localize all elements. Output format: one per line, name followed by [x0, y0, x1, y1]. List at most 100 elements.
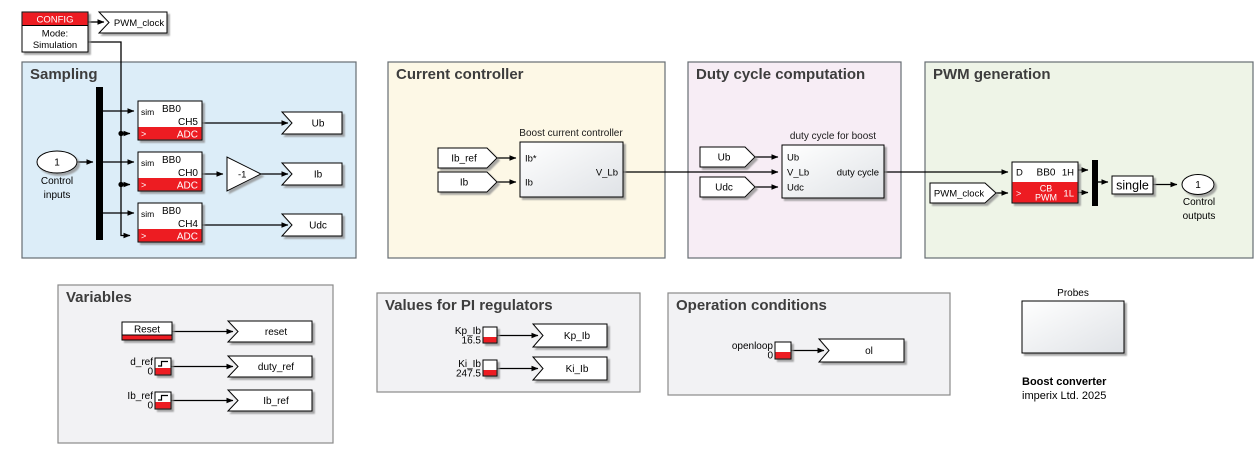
- param-name-kp: Kp_Ib: [455, 326, 482, 337]
- wire-clock-trigger-trunk[interactable]: [88, 41, 131, 239]
- goto-tag-label: Ub: [312, 119, 325, 130]
- from-tag-ub[interactable]: Ub: [699, 146, 756, 168]
- cast-single-block[interactable]: single: [1111, 175, 1154, 195]
- from-tag-label: Ub: [718, 153, 731, 164]
- goto-tag-kp[interactable]: Kp_Ib: [531, 323, 608, 348]
- goto-tag-label: Kp_Ib: [564, 331, 591, 342]
- adc-sim-port: sim: [141, 209, 154, 219]
- port-out-vlb: V_Lb: [596, 168, 618, 179]
- reset-label: Reset: [134, 325, 160, 336]
- input-port-label2: inputs: [44, 190, 71, 201]
- config-header-band: [22, 12, 88, 25]
- pwm-trigger-port: >: [1016, 189, 1021, 199]
- pwm-port-d: D: [1016, 168, 1023, 179]
- mux-bar[interactable]: [1092, 160, 1098, 206]
- adc-block-ch0[interactable]: sim BB0 CH0 > ADC: [137, 151, 203, 192]
- param-block-ibref[interactable]: [154, 391, 172, 410]
- goto-tag-ki[interactable]: Ki_Ib: [531, 356, 608, 381]
- param-name-dref: d_ref: [130, 357, 153, 368]
- goto-tag-duty-ref[interactable]: duty_ref: [226, 355, 313, 378]
- demux-bar[interactable]: [96, 87, 103, 240]
- goto-tag-ib[interactable]: Ib: [280, 162, 343, 186]
- wire-junction-dot: [118, 130, 124, 137]
- output-port-number: 1: [1195, 180, 1201, 191]
- wires: [77, 19, 1178, 404]
- config-header-label: CONFIG: [37, 15, 74, 26]
- output-port-label1: Control: [1183, 197, 1215, 208]
- from-tag-ib-ref[interactable]: Ib_ref: [437, 147, 498, 169]
- model-title: Boost converter: [1022, 376, 1107, 388]
- duty-cycle-block[interactable]: Ub V_Lb Udc duty cycle: [781, 144, 885, 199]
- adc-name: ADC: [177, 181, 198, 192]
- from-tag-label: Udc: [715, 183, 733, 194]
- config-mode-line2: Simulation: [33, 40, 77, 51]
- param-block-kp[interactable]: [482, 326, 498, 344]
- cast-label: single: [1116, 179, 1149, 193]
- goto-tag-ub[interactable]: Ub: [280, 111, 343, 135]
- probes-block[interactable]: [1021, 300, 1125, 354]
- boost-current-controller-block[interactable]: Ib* Ib V_Lb: [519, 141, 624, 198]
- adc-name: ADC: [177, 232, 198, 243]
- adc-sim-port: sim: [141, 158, 154, 168]
- adc-board: BB0: [162, 155, 181, 166]
- goto-tag-udc[interactable]: Udc: [280, 213, 343, 237]
- from-tag-label: PWM_clock: [934, 189, 984, 200]
- step-glyph: [158, 360, 168, 367]
- param-name-ibref: Ib_ref: [127, 391, 153, 402]
- adc-name: ADC: [177, 130, 198, 141]
- adc-channel: CH0: [178, 168, 198, 179]
- reset-variable-block[interactable]: Reset: [121, 321, 173, 341]
- from-tag-ib[interactable]: Ib: [437, 171, 498, 193]
- section-pwm-generation[interactable]: [924, 61, 1254, 259]
- param-block-ki[interactable]: [482, 359, 498, 377]
- output-port-control-outputs[interactable]: 1: [1181, 174, 1215, 195]
- from-tag-pwm-clock[interactable]: PWM_clock: [929, 182, 997, 204]
- pwm-block[interactable]: D BB0 1H > CB PWM 1L: [1011, 161, 1079, 204]
- param-name-ki: Ki_Ib: [458, 359, 481, 370]
- wire-junction-dot: [118, 181, 124, 188]
- from-tag-udc[interactable]: Udc: [699, 176, 756, 198]
- from-tag-label: Ib: [460, 178, 469, 189]
- port-in-ib: Ib: [525, 178, 533, 189]
- section-title-variables: Variables: [66, 289, 132, 306]
- param-block-openloop[interactable]: [774, 341, 792, 360]
- goto-tag-ol[interactable]: ol: [817, 338, 905, 363]
- duty-block-name: duty cycle for boost: [790, 131, 876, 142]
- adc-board: BB0: [162, 206, 181, 217]
- section-title-duty-cycle: Duty cycle computation: [696, 66, 865, 83]
- param-value-ibref: 0: [147, 401, 153, 412]
- param-name-openloop: openloop: [732, 341, 774, 352]
- goto-tag-label: ol: [865, 346, 873, 357]
- config-block[interactable]: CONFIG Mode: Simulation: [21, 11, 89, 53]
- goto-tag-ib-ref[interactable]: Ib_ref: [226, 389, 313, 412]
- probes-label: Probes: [1057, 288, 1089, 299]
- input-port-number: 1: [54, 158, 60, 169]
- adc-board: BB0: [162, 104, 181, 115]
- section-title-current-controller: Current controller: [396, 66, 524, 83]
- pwm-board: BB0: [1037, 168, 1056, 179]
- section-title-pi-regulators: Values for PI regulators: [385, 297, 553, 314]
- section-title-operation-conditions: Operation conditions: [676, 297, 827, 314]
- adc-trigger-port: >: [141, 180, 146, 190]
- section-title-pwm-generation: PWM generation: [933, 66, 1051, 83]
- pwm-port-1h: 1H: [1062, 168, 1074, 179]
- gain-block[interactable]: -1: [226, 156, 263, 192]
- input-port-control-inputs[interactable]: 1: [36, 150, 78, 174]
- goto-tag-label: Ib_ref: [263, 396, 289, 407]
- goto-tag-label: Ki_Ib: [566, 364, 589, 375]
- section-title-sampling: Sampling: [30, 66, 98, 83]
- config-mode-line1: Mode:: [42, 29, 68, 40]
- model-subtitle: imperix Ltd. 2025: [1022, 390, 1106, 402]
- goto-tag-label: Udc: [309, 221, 327, 232]
- goto-tag-reset[interactable]: reset: [226, 320, 313, 343]
- adc-trigger-port: >: [141, 231, 146, 241]
- adc-block-ch4[interactable]: sim BB0 CH4 > ADC: [137, 202, 203, 243]
- step-glyph: [158, 394, 168, 401]
- port-out-duty-cycle: duty cycle: [837, 168, 879, 179]
- gain-value: -1: [238, 170, 246, 181]
- goto-tag-label: duty_ref: [258, 362, 294, 373]
- port-in-ub: Ub: [787, 153, 799, 164]
- goto-tag-pwm-clock-top[interactable]: PWM_clock: [97, 11, 168, 34]
- param-block-dref[interactable]: [154, 357, 172, 376]
- adc-block-ch5[interactable]: sim BB0 CH5 > ADC: [137, 100, 203, 141]
